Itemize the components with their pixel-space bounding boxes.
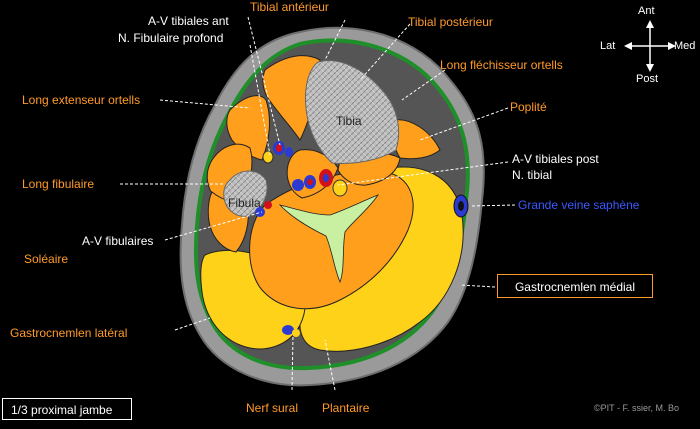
label-long-flechisseur: Long fléchisseur ortells bbox=[440, 58, 563, 72]
label-n-fibulaire-profond: N. Fibulaire profond bbox=[118, 31, 224, 45]
grande-veine-saphene-vessel bbox=[453, 194, 469, 218]
av-tibiales-ant-vessels bbox=[262, 141, 293, 164]
compass-rose bbox=[624, 20, 676, 72]
label-av-tibiales-post: A-V tibiales post bbox=[512, 152, 599, 166]
label-av-tibiales-ant: A-V tibiales ant bbox=[148, 14, 229, 28]
label-long-extenseur: Long extenseur ortells bbox=[22, 93, 141, 107]
label-long-fibulaire: Long fibulaire bbox=[22, 177, 95, 191]
label-gastrocnemien-medial: Gastrocnemlen médial bbox=[497, 274, 653, 298]
label-n-tibial: N. tibial bbox=[512, 168, 553, 182]
label-tibia: Tibia bbox=[336, 114, 362, 128]
av-fibulaires-vessels bbox=[255, 201, 272, 217]
label-gastrocnemien-lateral: Gastrocnemlen latéral bbox=[10, 326, 128, 340]
label-fibula: Fibula bbox=[228, 196, 261, 210]
tibialis-anterior-shape bbox=[262, 55, 321, 141]
label-tibial-posterieur: Tibial postérieur bbox=[408, 15, 493, 29]
credit-text: ©PIT - F. ssier, M. Bo bbox=[594, 403, 679, 413]
footer-caption: 1/3 proximal jambe bbox=[2, 398, 132, 420]
label-poplite: Poplité bbox=[510, 100, 547, 114]
leader-lines bbox=[120, 16, 516, 391]
tibia-bone bbox=[305, 60, 400, 164]
nerf-sural-vessels bbox=[282, 325, 300, 337]
compass-ant: Ant bbox=[638, 5, 655, 17]
compass-post: Post bbox=[636, 73, 659, 85]
label-grande-veine-saphene: Grande veine saphène bbox=[518, 198, 640, 212]
label-nerf-sural: Nerf sural bbox=[246, 401, 299, 415]
label-av-fibulaires: A-V fibulaires bbox=[82, 234, 154, 248]
compass-med: Med bbox=[674, 40, 696, 52]
compass-lat: Lat bbox=[600, 40, 616, 52]
label-plantaire: Plantaire bbox=[322, 401, 370, 415]
label-soleaire: Soléaire bbox=[24, 252, 69, 266]
label-tibial-anterieur: Tibial antérieur bbox=[250, 0, 329, 14]
intermuscular-septum bbox=[278, 194, 380, 284]
